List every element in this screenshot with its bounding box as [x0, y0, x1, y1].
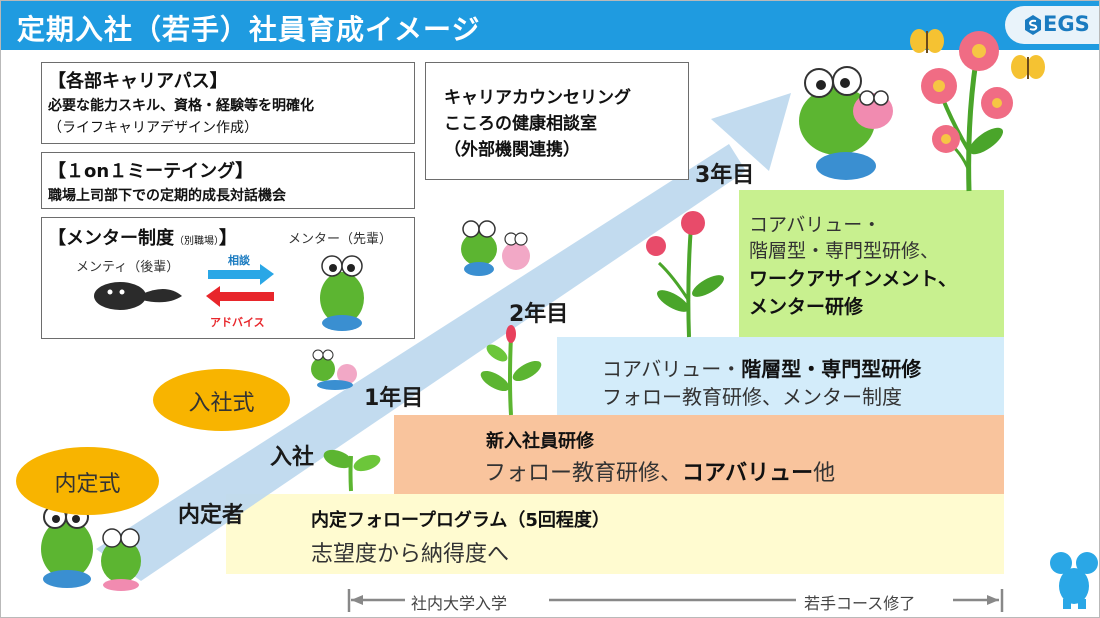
- stage-year2: 2年目: [509, 302, 569, 327]
- band-year2-line1-normal: コアバリュー・: [602, 357, 742, 381]
- band-naitei-title: 内定フォロープログラム（5回程度）: [311, 510, 610, 531]
- timeline-start-label: 社内大学入学: [411, 594, 508, 613]
- butterfly-icon: [910, 29, 944, 53]
- band-year1-title: 新入社員研修: [486, 431, 594, 452]
- consult-label: 相談: [228, 254, 250, 267]
- counseling-box: キャリアカウンセリング こころの健康相談室 （外部機関連携）: [425, 62, 689, 180]
- stage-year1: 1年目: [364, 386, 424, 411]
- entry-ceremony-label: 入社式: [188, 391, 255, 416]
- band-year1-sub-bold: コアバリュー: [682, 461, 814, 486]
- counseling-line1: キャリアカウンセリング: [444, 88, 631, 108]
- flower-plant-icon: [646, 211, 724, 338]
- one-on-one-box: 【１on１ミーテイング】 職場上司部下での定期的成長対話機会: [41, 152, 415, 209]
- growth-arrow: [96, 93, 791, 581]
- budding-plant-icon: [480, 325, 542, 416]
- band-year3-line2: 階層型・専門型研修、: [749, 240, 940, 262]
- frog-mascot-pair-small: [311, 349, 357, 390]
- band-year3-line1: コアバリュー・: [749, 214, 882, 236]
- counseling-line2: こころの健康相談室: [444, 114, 597, 134]
- mentor-heading-main: 【メンター制度: [48, 228, 174, 249]
- one-on-one-heading: 【１on１ミーテイング】: [48, 161, 254, 182]
- mentor-graphics: [94, 255, 364, 331]
- stage-year3: 3年目: [695, 163, 755, 188]
- band-year2-line1: コアバリュー・階層型・専門型研修: [602, 353, 921, 382]
- advice-label: アドバイス: [210, 316, 265, 329]
- sprout-icon: [323, 449, 381, 492]
- band-year2-line2: フォロー教育研修、メンター制度: [602, 385, 902, 409]
- frog-mascot-pair-bottom: [41, 505, 141, 591]
- butterfly-icon-2: [1011, 55, 1045, 79]
- tadpole-icon: [94, 282, 182, 310]
- career-path-line1: 必要な能力スキル、資格・経験等を明確化: [48, 98, 314, 114]
- band-year1: 新入社員研修 フォロー教育研修、コアバリュー他: [394, 415, 1004, 494]
- mentor-system-box: 【メンター制度（別職場）】 メンター（先輩） メンティ（後輩） 相談 アドバイス: [41, 217, 415, 339]
- band-naitei: 内定フォロープログラム（5回程度） 志望度から納得度へ: [226, 494, 1004, 574]
- frog-mascot-pair-large: [799, 66, 893, 180]
- one-on-one-line1: 職場上司部下での定期的成長対話機会: [48, 188, 286, 204]
- band-naitei-sub: 志望度から納得度へ: [311, 542, 510, 567]
- mentor-label: メンター（先輩）: [288, 232, 393, 247]
- page-title: 定期入社（若手）社員育成イメージ: [17, 13, 481, 46]
- mentor-heading: 【メンター制度（別職場）】: [48, 224, 237, 250]
- entry-ceremony-oval: 入社式: [153, 369, 290, 431]
- band-year3-line4: メンター研修: [749, 296, 864, 318]
- timeline-end-label: 若手コース修了: [804, 594, 916, 613]
- band-year3-line3: ワークアサインメント、: [749, 268, 958, 290]
- header-bar: 定期入社（若手）社員育成イメージ EGS: [1, 1, 1099, 50]
- band-year2: コアバリュー・階層型・専門型研修 フォロー教育研修、メンター制度: [557, 337, 1004, 415]
- frog-mascot-pair-medium: [461, 220, 530, 276]
- advice-arrow-icon: [206, 286, 274, 307]
- career-path-line2: （ライフキャリアデザイン作成）: [48, 120, 258, 136]
- band-year1-sub: フォロー教育研修、コアバリュー他: [484, 455, 835, 487]
- consult-arrow-icon: [208, 264, 274, 285]
- career-path-box: 【各部キャリアパス】 必要な能力スキル、資格・経験等を明確化 （ライフキャリアデ…: [41, 62, 415, 144]
- band-year2-line1-bold: 階層型・専門型研修: [741, 357, 922, 381]
- logo-text: EGS: [1043, 12, 1090, 36]
- egs-logo-icon: [1025, 15, 1041, 35]
- mentor-frog-icon: [320, 255, 364, 331]
- naitei-ceremony-label: 内定式: [54, 472, 121, 497]
- big-flowers-icon: [921, 31, 1013, 192]
- naitei-ceremony-oval: 内定式: [16, 447, 159, 515]
- band-year1-sub-end: 他: [813, 461, 836, 486]
- career-path-heading: 【各部キャリアパス】: [48, 71, 228, 92]
- band-year1-sub-normal: フォロー教育研修、: [484, 461, 683, 486]
- stage-naitei-person: 内定者: [178, 503, 245, 528]
- mentee-label: メンティ（後輩）: [76, 260, 180, 275]
- mentor-heading-small: （別職場）: [174, 236, 219, 247]
- stage-entry: 入社: [270, 445, 315, 470]
- timeline-arrow: [347, 589, 1004, 612]
- band-year3: コアバリュー・ 階層型・専門型研修、 ワークアサインメント、 メンター研修: [739, 190, 1004, 337]
- blue-mouse-mascot: [1050, 552, 1098, 609]
- egs-logo: EGS: [1005, 6, 1099, 44]
- mentor-heading-end: 】: [219, 228, 237, 249]
- counseling-line3: （外部機関連携）: [444, 140, 580, 160]
